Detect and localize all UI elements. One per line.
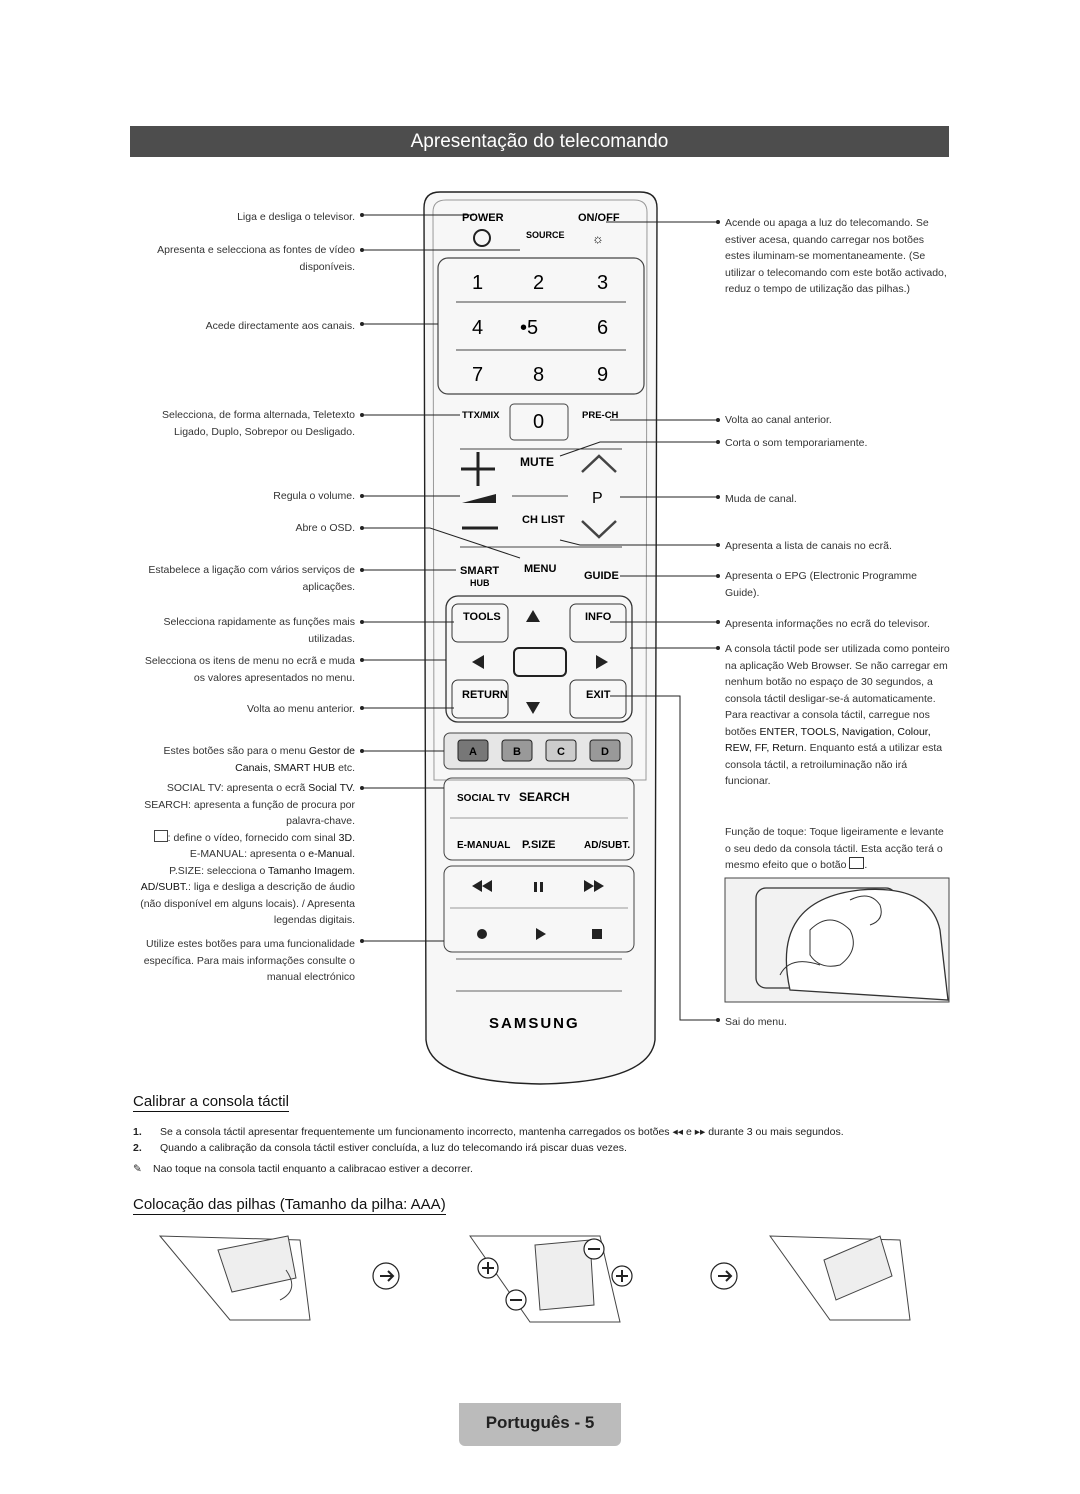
label-psize-key: P.SIZE <box>169 864 202 877</box>
calibrate-heading: Calibrar a consola táctil <box>133 1093 289 1112</box>
step-text-b: e <box>685 1126 692 1138</box>
label-tools: Selecciona rapidamente as funções mais u… <box>163 616 355 645</box>
label-guide: Apresenta o EPG (Electronic Programme Gu… <box>725 570 917 599</box>
label-exit: Sai do menu. <box>725 1016 787 1028</box>
step-text: Se a consola táctil apresentar frequente… <box>160 1124 844 1140</box>
label-prech: Volta ao canal anterior. <box>725 414 832 426</box>
list-item: 2. Quando a calibração da consola táctil… <box>133 1140 933 1156</box>
label-psize-value: Tamanho Imagem <box>268 864 353 877</box>
label-emanual-value: e-Manual <box>308 848 353 860</box>
label-emanual-text: : apresenta o <box>244 848 306 860</box>
step-text: Quando a calibração da consola táctil es… <box>160 1142 627 1154</box>
label-channel: Muda de canal. <box>725 493 797 505</box>
label-3d-value: 3D <box>338 831 353 844</box>
label-social-key: SOCIAL TV <box>166 782 221 794</box>
fast-forward-icon: ▸▸ <box>694 1126 706 1138</box>
label-color-text-2: Gestor de <box>308 745 355 757</box>
label-psize-text: : selecciona o <box>201 864 266 877</box>
pencil-icon: ✎ <box>133 1163 142 1175</box>
label-smarthub: Estabelece a ligação com vários serviços… <box>148 564 355 593</box>
label-color-text-3: Canais, SMART HUB <box>235 761 336 774</box>
label-chlist: Apresenta a lista de canais no ecrã. <box>725 540 892 552</box>
label-power: Liga e desliga o televisor. <box>237 211 355 223</box>
label-touchpad: A consola táctil pode ser utilizada como… <box>725 641 950 790</box>
step-text-c: durante 3 ou mais segundos. <box>708 1126 844 1138</box>
label-color-text-1: Estes botões são para o menu <box>163 745 306 757</box>
label-volume: Regula o volume. <box>273 490 355 502</box>
label-info: Apresenta informações no ecrã do televis… <box>725 618 930 630</box>
label-playback: Utilize estes botões para uma funcionali… <box>143 938 355 983</box>
label-osd: Abre o OSD. <box>295 522 355 534</box>
label-numbers: Acede directamente aos canais. <box>205 320 355 332</box>
batteries-heading: Colocação das pilhas (Tamanho da pilha: … <box>133 1196 446 1215</box>
label-touch-text-1: A consola táctil pode ser utilizada como… <box>725 643 950 738</box>
label-touch-function-text: Função de toque: Toque ligeiramente e le… <box>725 826 944 871</box>
enter-icon <box>849 857 865 869</box>
calibrate-steps: 1. Se a consola táctil apresentar freque… <box>133 1124 933 1156</box>
step-number: 1. <box>133 1126 142 1138</box>
calibrate-note: ✎ Nao toque na consola tactil enquanto a … <box>133 1163 473 1175</box>
label-search-text: : apresenta a função de procura por pala… <box>188 798 355 828</box>
label-adsubt-text: : liga e desliga a descrição de áudio (n… <box>140 881 355 926</box>
label-color-buttons: Estes botões são para o menu Gestor de C… <box>130 743 355 776</box>
note-text: Nao toque na consola tactil enquanto a c… <box>153 1163 473 1175</box>
label-social-text: : apresenta o ecrã <box>220 782 306 794</box>
label-adsubt-key: AD/SUBT. <box>140 881 189 893</box>
step-text-a: Se a consola táctil apresentar frequente… <box>160 1126 670 1138</box>
label-3d-text: : define o vídeo, fornecido com sinal <box>167 831 336 844</box>
label-social-screen: Social TV <box>308 782 353 794</box>
label-social: SOCIAL TV: apresenta o ecrã Social TV. S… <box>140 782 355 926</box>
step-number: 2. <box>133 1142 142 1154</box>
3d-icon <box>153 829 168 842</box>
label-search-key: SEARCH <box>144 798 189 811</box>
label-onoff: Acende ou apaga a luz do telecomando. Se… <box>725 217 947 295</box>
page-title: Apresentação do telecomando <box>130 126 949 157</box>
label-touch-function: Função de toque: Toque ligeiramente e le… <box>725 826 944 871</box>
label-nav: Selecciona os itens de menu no ecrã e mu… <box>144 655 355 684</box>
label-ttx: Selecciona, de forma alternada, Teletext… <box>161 409 355 438</box>
label-touch-buttons: ENTER, TOOLS, Navigation, Colour, REW, F… <box>725 725 931 755</box>
label-emanual-key: E-MANUAL <box>189 848 245 860</box>
label-source: Apresenta e selecciona as fontes de víde… <box>157 244 355 273</box>
label-mute: Corta o som temporariamente. <box>725 437 868 449</box>
page-footer: Português - 5 <box>459 1403 621 1446</box>
label-return: Volta ao menu anterior. <box>247 703 355 715</box>
rewind-icon: ◂◂ <box>672 1126 684 1138</box>
label-touch-text-3: . Enquanto está a utilizar esta consola … <box>725 742 943 787</box>
list-item: 1. Se a consola táctil apresentar freque… <box>133 1124 933 1140</box>
label-color-text-4: etc. <box>338 761 355 774</box>
